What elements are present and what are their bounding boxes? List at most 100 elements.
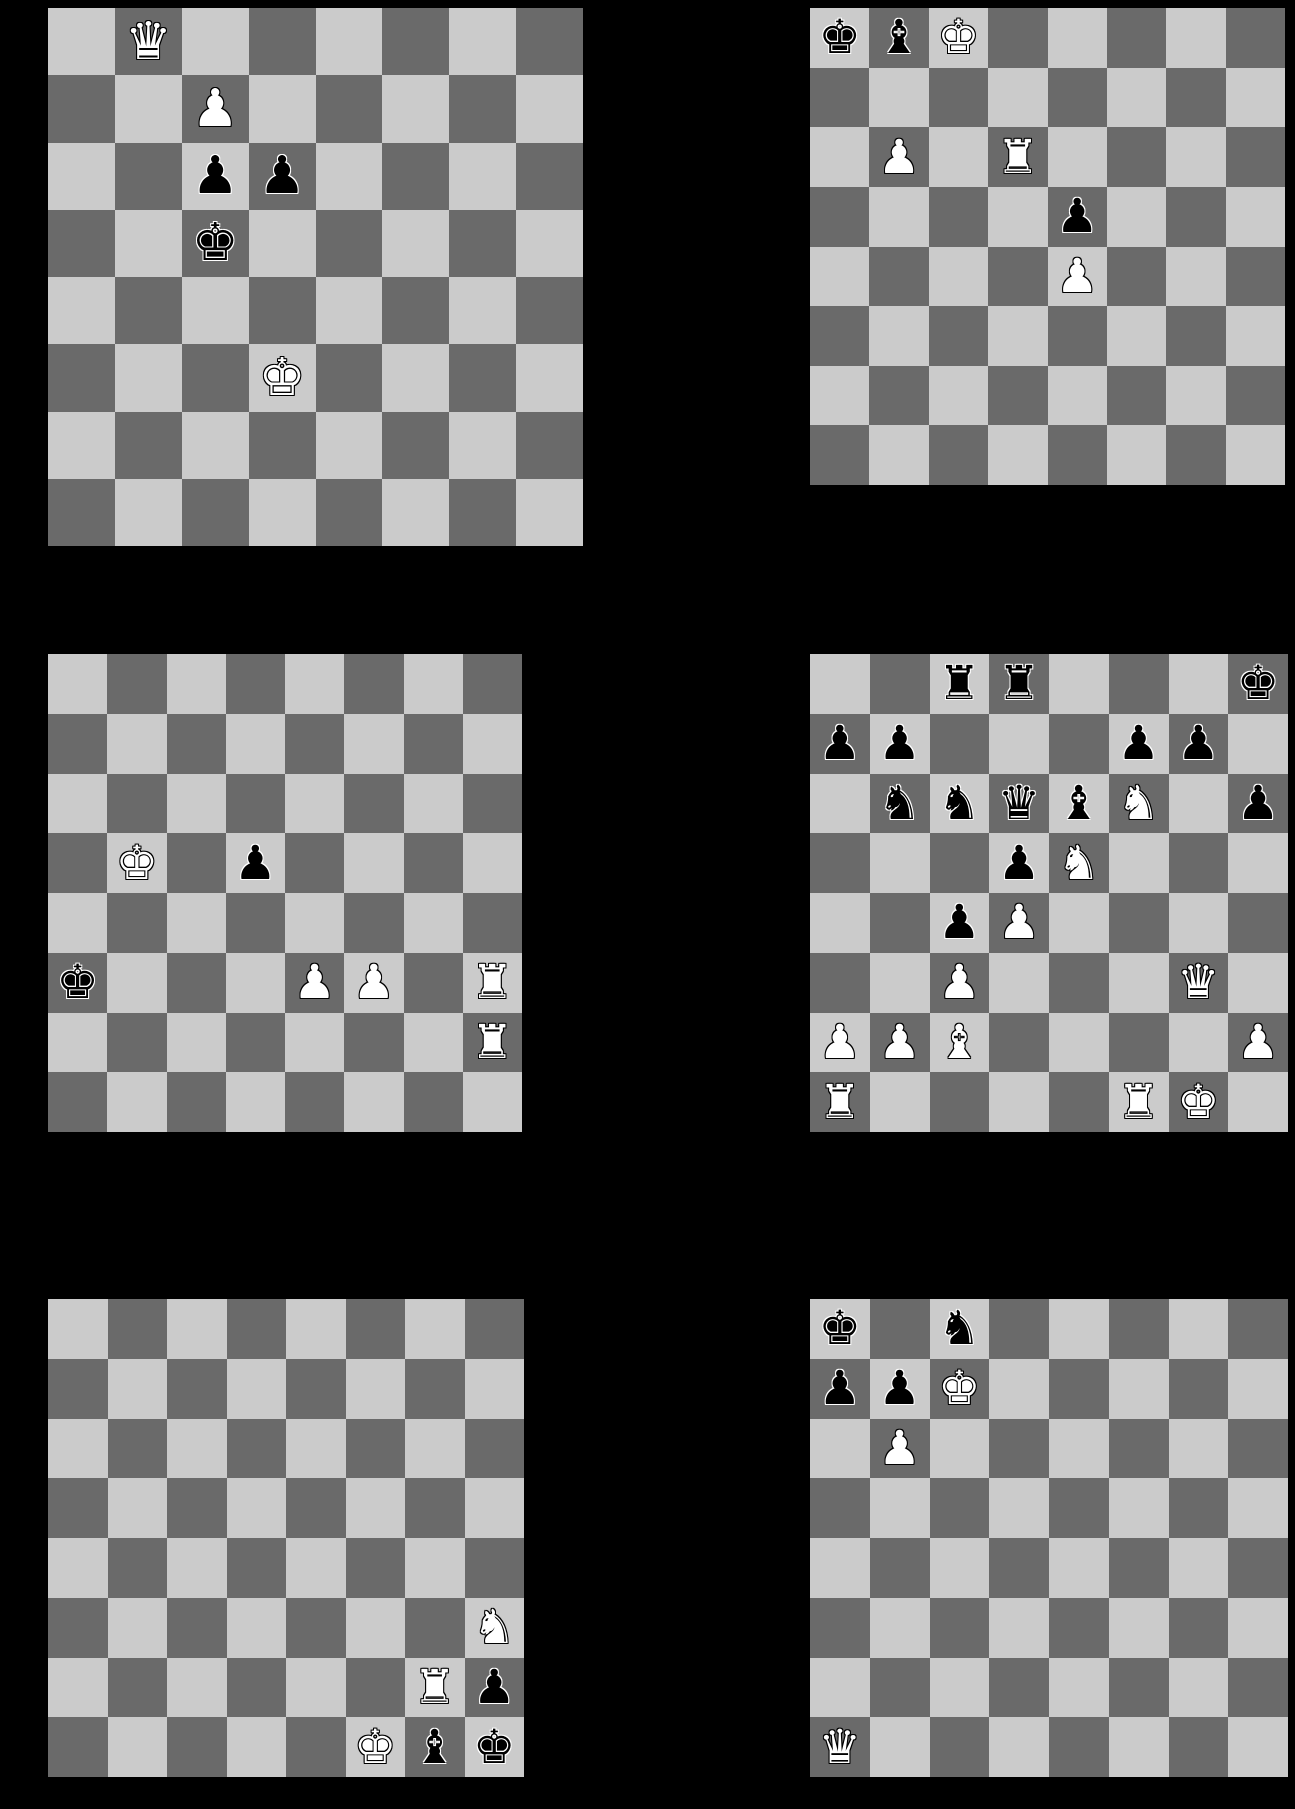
square-r7-c7[interactable] [516, 479, 583, 546]
square-r5-c2[interactable] [167, 953, 226, 1013]
square-r0-c0[interactable]: ♚ [810, 8, 869, 68]
square-r6-c4[interactable] [285, 1013, 344, 1073]
white-king-icon[interactable]: ♚ [259, 352, 306, 404]
square-r0-c1[interactable] [107, 654, 166, 714]
square-r2-c7[interactable]: ♟ [1228, 774, 1288, 834]
square-r7-c4[interactable] [1048, 425, 1107, 485]
square-r5-c2[interactable] [930, 1598, 990, 1658]
square-r6-c3[interactable] [249, 412, 316, 479]
square-r6-c7[interactable] [516, 412, 583, 479]
white-king-icon[interactable]: ♚ [937, 14, 979, 61]
square-r4-c2[interactable] [929, 247, 988, 307]
square-r2-c3[interactable] [989, 1419, 1049, 1479]
square-r2-c4[interactable] [285, 774, 344, 834]
white-pawn-icon[interactable]: ♟ [879, 1019, 921, 1066]
black-knight-icon[interactable]: ♞ [938, 780, 980, 827]
square-r4-c3[interactable]: ♟ [989, 893, 1049, 953]
square-r1-c6[interactable] [1169, 1359, 1229, 1419]
square-r5-c0[interactable] [48, 1598, 108, 1658]
white-queen-icon[interactable]: ♛ [125, 16, 172, 68]
square-r6-c2[interactable] [929, 366, 988, 426]
square-r6-c0[interactable] [810, 1658, 870, 1718]
square-r5-c1[interactable] [870, 953, 930, 1013]
square-r5-c7[interactable] [516, 344, 583, 411]
square-r3-c3[interactable] [249, 210, 316, 277]
square-r7-c3[interactable] [226, 1072, 285, 1132]
white-pawn-icon[interactable]: ♟ [938, 959, 980, 1006]
white-pawn-icon[interactable]: ♟ [1237, 1019, 1279, 1066]
square-r2-c6[interactable] [449, 143, 516, 210]
square-r0-c7[interactable] [1226, 8, 1285, 68]
square-r1-c3[interactable] [226, 714, 285, 774]
square-r1-c3[interactable] [227, 1359, 287, 1419]
square-r1-c7[interactable] [1228, 1359, 1288, 1419]
square-r2-c0[interactable] [810, 127, 869, 187]
square-r6-c7[interactable]: ♜ [463, 1013, 522, 1073]
square-r1-c5[interactable] [1109, 1359, 1169, 1419]
square-r1-c0[interactable] [810, 68, 869, 128]
square-r1-c5[interactable] [382, 75, 449, 142]
black-pawn-icon[interactable]: ♟ [938, 899, 980, 946]
square-r5-c7[interactable] [1228, 1598, 1288, 1658]
square-r5-c5[interactable] [1109, 1598, 1169, 1658]
square-r0-c1[interactable] [108, 1299, 168, 1359]
square-r1-c6[interactable]: ♟ [1169, 714, 1229, 774]
square-r3-c7[interactable] [1228, 833, 1288, 893]
white-rook-icon[interactable]: ♜ [997, 134, 1039, 181]
square-r5-c2[interactable] [167, 1598, 227, 1658]
square-r5-c1[interactable] [108, 1598, 168, 1658]
square-r0-c5[interactable] [1109, 654, 1169, 714]
black-bishop-icon[interactable]: ♝ [878, 14, 920, 61]
square-r7-c5[interactable] [1107, 425, 1166, 485]
square-r3-c0[interactable] [48, 1478, 108, 1538]
square-r3-c2[interactable] [930, 1478, 990, 1538]
square-r7-c4[interactable] [285, 1072, 344, 1132]
square-r2-c6[interactable] [1166, 127, 1225, 187]
square-r1-c5[interactable] [344, 714, 403, 774]
square-r7-c6[interactable]: ♚ [1169, 1072, 1229, 1132]
square-r3-c0[interactable] [810, 1478, 870, 1538]
square-r1-c5[interactable] [346, 1359, 406, 1419]
black-pawn-icon[interactable]: ♟ [1118, 720, 1160, 767]
square-r4-c6[interactable] [1169, 893, 1229, 953]
square-r2-c3[interactable]: ♛ [989, 774, 1049, 834]
square-r1-c4[interactable] [316, 75, 383, 142]
square-r1-c3[interactable] [249, 75, 316, 142]
square-r0-c0[interactable] [48, 654, 107, 714]
square-r5-c6[interactable]: ♛ [1169, 953, 1229, 1013]
square-r3-c7[interactable] [1228, 1478, 1288, 1538]
square-r7-c0[interactable]: ♜ [810, 1072, 870, 1132]
black-rook-icon[interactable]: ♜ [938, 660, 980, 707]
square-r3-c5[interactable] [344, 833, 403, 893]
square-r5-c3[interactable] [989, 953, 1049, 1013]
black-bishop-icon[interactable]: ♝ [414, 1724, 456, 1771]
square-r4-c1[interactable] [107, 893, 166, 953]
white-rook-icon[interactable]: ♜ [471, 959, 513, 1006]
square-r0-c7[interactable]: ♚ [1228, 654, 1288, 714]
black-knight-icon[interactable]: ♞ [879, 780, 921, 827]
square-r3-c5[interactable] [382, 210, 449, 277]
square-r4-c5[interactable] [382, 277, 449, 344]
square-r2-c1[interactable] [107, 774, 166, 834]
square-r3-c1[interactable] [115, 210, 182, 277]
square-r0-c1[interactable]: ♝ [869, 8, 928, 68]
square-r4-c6[interactable] [1169, 1538, 1229, 1598]
square-r5-c3[interactable] [988, 306, 1047, 366]
white-rook-icon[interactable]: ♜ [414, 1664, 456, 1711]
square-r5-c3[interactable]: ♚ [249, 344, 316, 411]
white-rook-icon[interactable]: ♜ [1118, 1079, 1160, 1126]
square-r4-c7[interactable] [1226, 247, 1285, 307]
square-r3-c7[interactable] [465, 1478, 525, 1538]
square-r3-c2[interactable] [167, 833, 226, 893]
black-pawn-icon[interactable]: ♟ [879, 1365, 921, 1412]
square-r1-c3[interactable] [989, 714, 1049, 774]
square-r7-c3[interactable] [227, 1717, 287, 1777]
square-r2-c1[interactable]: ♟ [870, 1419, 930, 1479]
square-r1-c5[interactable] [1107, 68, 1166, 128]
square-r0-c7[interactable] [463, 654, 522, 714]
square-r2-c4[interactable]: ♝ [1049, 774, 1109, 834]
square-r7-c5[interactable] [1109, 1717, 1169, 1777]
square-r0-c1[interactable]: ♛ [115, 8, 182, 75]
black-pawn-icon[interactable]: ♟ [819, 720, 861, 767]
square-r6-c4[interactable] [286, 1658, 346, 1718]
